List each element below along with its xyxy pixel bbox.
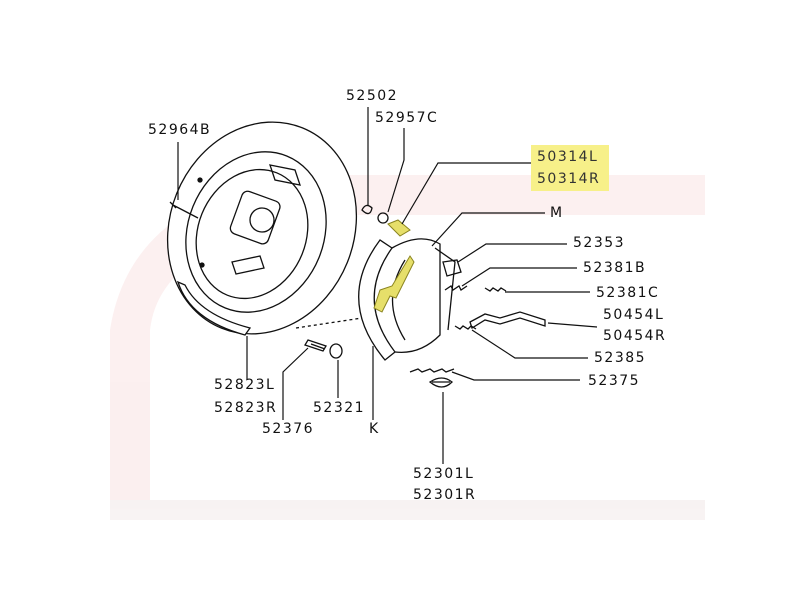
adjuster-52301-drawing [428, 377, 453, 388]
part-label-52376[interactable]: 52376 [262, 421, 315, 437]
dashed-guide [295, 317, 363, 329]
part-label-52353[interactable]: 52353 [573, 235, 626, 251]
part-label-52957C[interactable]: 52957C [375, 110, 439, 126]
bolt-drawing [169, 201, 199, 219]
part-label-52964B[interactable]: 52964B [148, 122, 212, 138]
washer-drawing [377, 212, 389, 224]
part-label-50314L[interactable]: 50314L [537, 149, 599, 165]
part-label-M[interactable]: M [550, 205, 564, 221]
spring-52376-drawing [304, 339, 327, 352]
watermark-logo [110, 175, 705, 520]
part-label-50314R[interactable]: 50314R [537, 171, 601, 187]
part-label-52823R[interactable]: 52823R [214, 400, 278, 416]
brake-shoe-drawing [358, 238, 462, 361]
backing-plate-drawing [166, 121, 358, 336]
part-label-52381B[interactable]: 52381B [583, 260, 647, 276]
part-label-52502[interactable]: 52502 [346, 88, 399, 104]
nut-drawing [361, 204, 373, 215]
part-label-52823L[interactable]: 52823L [214, 377, 276, 393]
part-label-52381C[interactable]: 52381C [596, 285, 660, 301]
part-label-52301L[interactable]: 52301L [413, 466, 475, 482]
part-label-50454L[interactable]: 50454L [603, 307, 665, 323]
plug-52321-drawing [329, 343, 343, 359]
spring-52381B-drawing [444, 285, 468, 291]
part-label-K[interactable]: K [369, 421, 380, 437]
part-label-50454R[interactable]: 50454R [603, 328, 667, 344]
part-label-52385[interactable]: 52385 [594, 350, 647, 366]
spring-52375-drawing [409, 368, 455, 373]
part-label-52321[interactable]: 52321 [313, 400, 366, 416]
part-label-52301R[interactable]: 52301R [413, 487, 477, 503]
highlight-box-50314 [531, 145, 609, 191]
leader-lines [177, 107, 598, 464]
spring-52381C-drawing [484, 287, 507, 292]
part-label-52375[interactable]: 52375 [588, 373, 641, 389]
strut-50454-drawing [469, 311, 546, 329]
lever-50314-drawing [373, 219, 415, 313]
